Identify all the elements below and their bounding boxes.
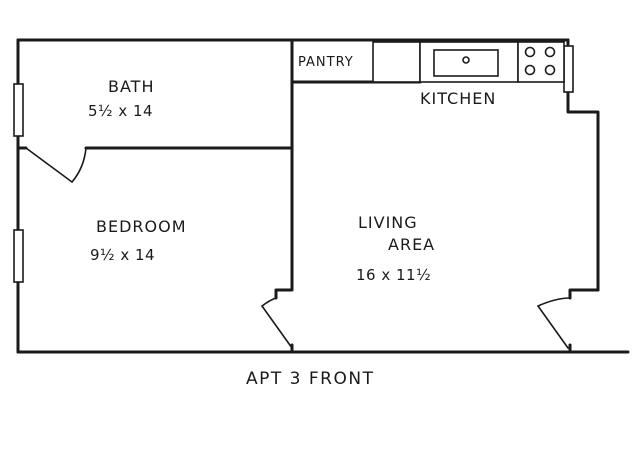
refrigerator bbox=[372, 41, 421, 83]
area-label: AREA bbox=[388, 235, 435, 254]
living-size: 16 x 11½ bbox=[356, 266, 431, 284]
bath-door-leaf bbox=[25, 147, 73, 183]
right-wall-lower bbox=[568, 288, 600, 300]
doors bbox=[25, 147, 571, 349]
bedroom-door-swing bbox=[261, 297, 277, 307]
bath-window bbox=[13, 83, 24, 137]
kitchen-label: KITCHEN bbox=[420, 89, 496, 108]
windows bbox=[13, 45, 574, 283]
bath-door-swing bbox=[71, 147, 87, 183]
kitchen-window bbox=[563, 45, 574, 93]
bedroom-size: 9½ x 14 bbox=[90, 246, 155, 264]
bedroom-label: BEDROOM bbox=[96, 217, 187, 236]
kitchen-fixtures bbox=[372, 41, 565, 83]
partition-wall bbox=[274, 38, 294, 300]
stove bbox=[517, 41, 565, 83]
bedroom-door-leaf bbox=[261, 305, 293, 349]
living-label: LIVING bbox=[358, 213, 418, 232]
bath-size: 5½ x 14 bbox=[88, 102, 153, 120]
stove-burner bbox=[524, 64, 536, 76]
entry-door-swing bbox=[537, 297, 571, 307]
plan-caption: APT 3 FRONT bbox=[246, 369, 374, 389]
bath-label: BATH bbox=[108, 77, 154, 96]
interior-walls bbox=[16, 38, 422, 354]
stove-burner bbox=[544, 64, 556, 76]
pantry-label: PANTRY bbox=[298, 55, 354, 70]
entry-door-leaf bbox=[537, 305, 569, 349]
bedroom-window bbox=[13, 229, 24, 283]
sink-drain bbox=[462, 56, 470, 64]
stove-burner bbox=[524, 46, 536, 58]
stove-burner bbox=[544, 46, 556, 58]
